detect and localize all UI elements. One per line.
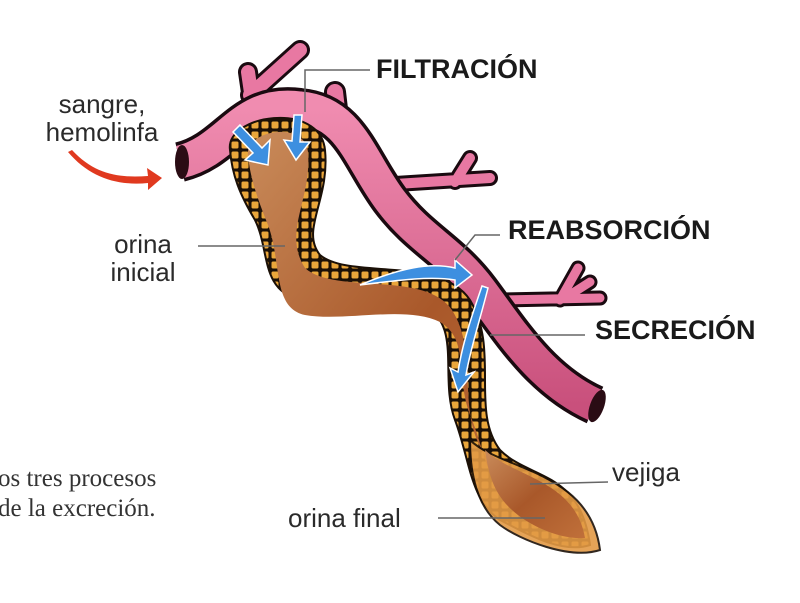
label-initial-urine: orina inicial: [88, 230, 198, 286]
reabsorption-arrow-icon: [359, 258, 474, 290]
label-initial-urine-line1: orina: [114, 229, 172, 259]
filtration-arrow-icon: [282, 114, 312, 162]
leader-lines: [198, 69, 609, 519]
label-reabsorption: REABSORCIÓN: [508, 215, 711, 245]
label-filtration: FILTRACIÓN: [376, 54, 538, 84]
label-blood: sangre, hemolinfa: [32, 90, 172, 146]
blood-inflow-arrow-icon: [68, 150, 162, 190]
caption-line2: de la excreción.: [0, 495, 156, 522]
caption-line1: os tres procesos: [0, 465, 157, 492]
secretion-arrow-icon: [448, 285, 489, 394]
label-initial-urine-line2: inicial: [110, 257, 176, 287]
flow-arrows: [231, 114, 489, 394]
label-bladder: vejiga: [612, 457, 680, 487]
label-blood-line2: hemolinfa: [45, 117, 159, 147]
label-final-urine: orina final: [288, 503, 401, 533]
caption: os tres procesos de la excreción.: [0, 464, 156, 524]
filtration-arrow-icon: [231, 123, 271, 166]
blood-vessel: [174, 40, 608, 424]
label-secretion: SECRECIÓN: [595, 315, 756, 345]
label-blood-line1: sangre,: [58, 89, 146, 119]
